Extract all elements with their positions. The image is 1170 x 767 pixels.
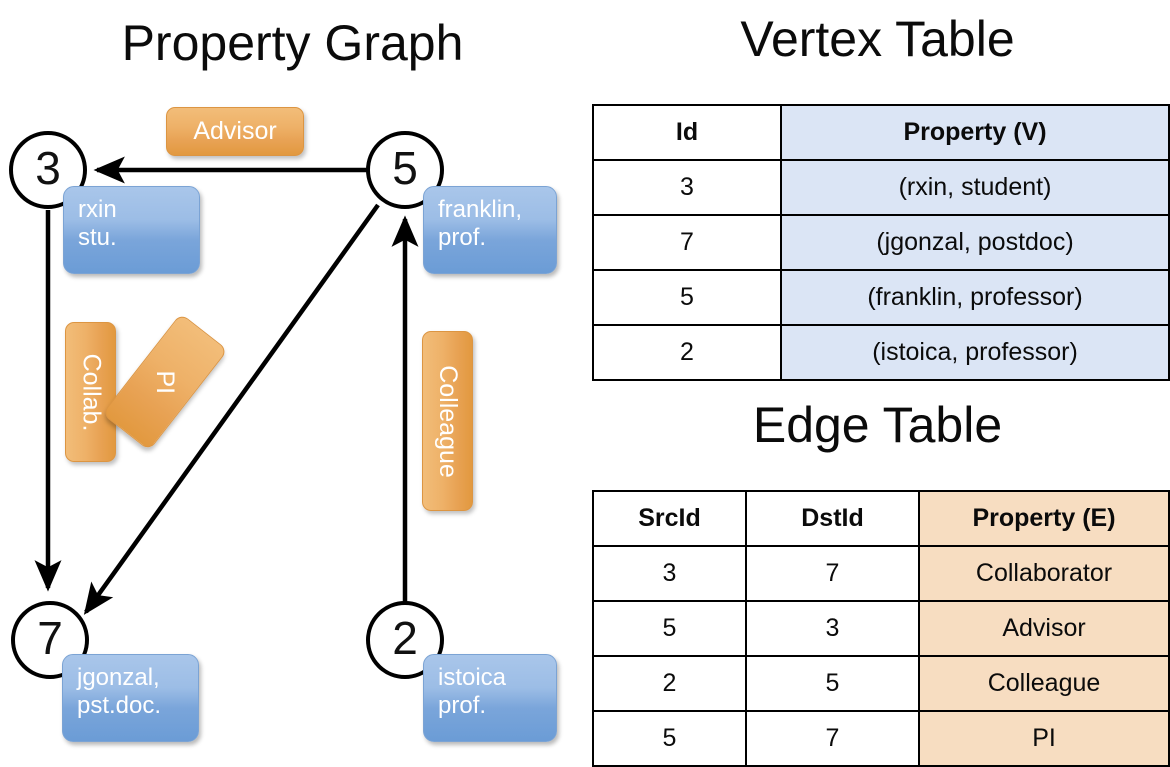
edge-row-3-src: 5 xyxy=(592,710,747,767)
graph-node-7-label: 7 xyxy=(37,612,63,664)
edge-table-header-property: Property (E) xyxy=(918,490,1170,547)
edge-label-advisor-text: Advisor xyxy=(193,117,277,145)
edge-row-0-src: 3 xyxy=(592,545,747,602)
table-row[interactable]: 2 5 Colleague xyxy=(592,655,1170,712)
vertex-table: Id Property (V) 3 (rxin, student) 7 (jgo… xyxy=(592,104,1170,381)
edge-row-0-property: Collaborator xyxy=(918,545,1170,602)
node-2-property-line2: prof. xyxy=(438,692,487,720)
edge-table-header-dstid: DstId xyxy=(745,490,920,547)
node-7-property-line1: jgonzal, xyxy=(77,664,160,691)
node-7-property-bubble: jgonzal, pst.doc. xyxy=(62,654,199,742)
graph-node-2-label: 2 xyxy=(392,612,418,664)
node-5-property-line1: franklin, xyxy=(438,196,523,223)
table-row[interactable]: 3 7 Collaborator xyxy=(592,545,1170,602)
node-5-property-line2: prof. xyxy=(438,224,487,252)
node-3-property-line2: stu. xyxy=(78,224,117,252)
edge-label-collab-text: Collab. xyxy=(77,353,106,431)
page-title-property-graph: Property Graph xyxy=(121,15,464,71)
edge-label-pi-text: PI xyxy=(151,370,180,394)
edge-row-2-dst: 5 xyxy=(745,655,920,712)
edge-label-colleague: Colleague xyxy=(422,331,473,511)
vertex-row-0-id: 3 xyxy=(592,159,782,216)
edge-row-3-property: PI xyxy=(918,710,1170,767)
node-5-property-bubble: franklin, prof. xyxy=(423,186,557,274)
table-row[interactable]: 3 (rxin, student) xyxy=(592,159,1170,216)
edge-row-1-property: Advisor xyxy=(918,600,1170,657)
edge-label-collab: Collab. xyxy=(65,322,116,462)
graph-node-2[interactable]: 2 xyxy=(366,601,444,679)
edge-row-2-property: Colleague xyxy=(918,655,1170,712)
table-row[interactable]: 5 (franklin, professor) xyxy=(592,269,1170,326)
node-7-property-line2: pst.doc. xyxy=(77,692,162,720)
vertex-row-3-id: 2 xyxy=(592,324,782,381)
graph-node-5[interactable]: 5 xyxy=(366,131,444,209)
edge-row-2-src: 2 xyxy=(592,655,747,712)
edge-table: SrcId DstId Property (E) 3 7 Collaborato… xyxy=(592,490,1170,767)
page-title-edge-table: Edge Table xyxy=(752,397,1003,453)
node-3-property-bubble: rxin stu. xyxy=(63,186,200,274)
edge-table-header-srcid: SrcId xyxy=(592,490,747,547)
edge-row-1-src: 5 xyxy=(592,600,747,657)
graph-edges-svg xyxy=(34,156,419,615)
vertex-row-0-property: (rxin, student) xyxy=(780,159,1170,216)
graph-node-3-label: 3 xyxy=(35,142,61,194)
table-row[interactable]: 2 (istoica, professor) xyxy=(592,324,1170,381)
node-3-property-line1: rxin xyxy=(78,196,117,223)
edge-row-3-dst: 7 xyxy=(745,710,920,767)
vertex-table-header-row: Id Property (V) xyxy=(592,104,1170,161)
edge-row-1-dst: 3 xyxy=(745,600,920,657)
vertex-row-3-property: (istoica, professor) xyxy=(780,324,1170,381)
vertex-table-header-id: Id xyxy=(592,104,782,161)
vertex-table-header-property: Property (V) xyxy=(780,104,1170,161)
edge-row-0-dst: 7 xyxy=(745,545,920,602)
node-2-property-line1: istoica xyxy=(438,664,507,691)
page-title-vertex-table: Vertex Table xyxy=(740,11,1015,67)
table-row[interactable]: 5 7 PI xyxy=(592,710,1170,767)
table-row[interactable]: 7 (jgonzal, postdoc) xyxy=(592,214,1170,271)
edge-5-to-7 xyxy=(83,203,380,615)
node-2-property-bubble: istoica prof. xyxy=(423,654,557,742)
edge-label-advisor: Advisor xyxy=(166,107,304,156)
vertex-row-2-property: (franklin, professor) xyxy=(780,269,1170,326)
edge-label-colleague-text: Colleague xyxy=(434,364,462,478)
graph-node-5-label: 5 xyxy=(392,142,418,194)
vertex-row-1-property: (jgonzal, postdoc) xyxy=(780,214,1170,271)
table-row[interactable]: 5 3 Advisor xyxy=(592,600,1170,657)
edge-table-header-row: SrcId DstId Property (E) xyxy=(592,490,1170,547)
property-graph-diagram: 3 5 7 2 rxin stu. franklin, prof. jgonza… xyxy=(0,0,585,760)
vertex-row-2-id: 5 xyxy=(592,269,782,326)
vertex-row-1-id: 7 xyxy=(592,214,782,271)
